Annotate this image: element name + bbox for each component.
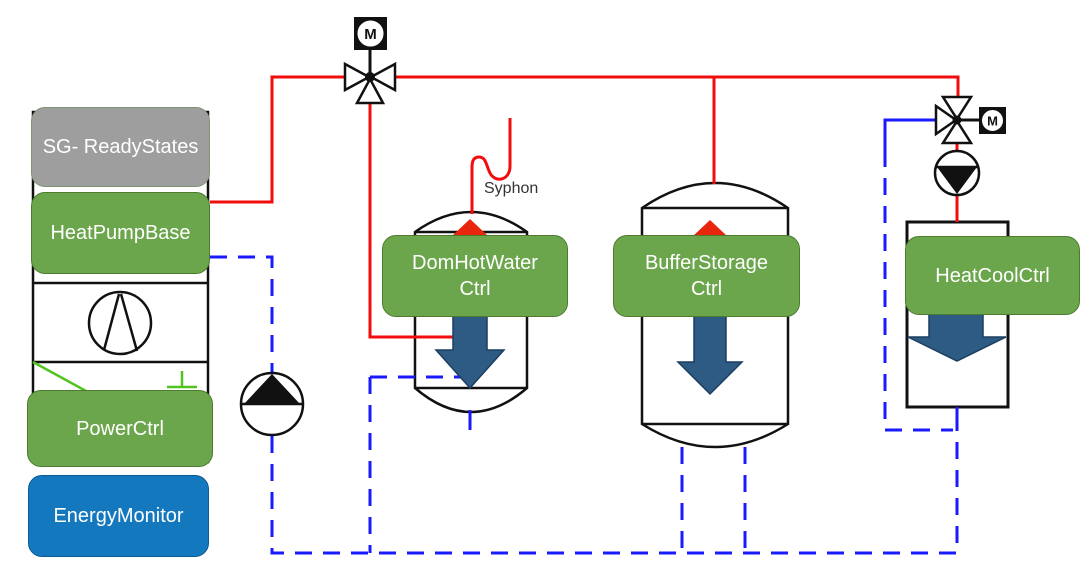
syphon-label: Syphon [484,180,539,197]
valve-top-port-right [940,95,974,122]
valve-bottom-port [354,76,386,105]
module-label: HeatCoolCtrl [935,264,1050,287]
return-pipe-dashed [210,150,959,555]
module-buffer-storage-ctrl[interactable]: BufferStorage Ctrl [613,235,800,317]
module-label: EnergyMonitor [53,505,184,527]
valve-left-port-right [934,103,959,137]
motor-valve-top: M [343,17,397,105]
module-label-line2: Ctrl [459,278,491,300]
motor-actuator-circle [355,18,386,49]
motor-actuator-circle-right [980,108,1005,133]
module-label: SG- ReadyStates [42,136,199,158]
module-label-line1: DomHotWater [412,252,538,274]
return-pipe-solid [468,118,959,431]
valve-bottom-port-right [940,118,974,145]
module-sg-ready-states[interactable]: SG- ReadyStates [31,107,210,187]
motor-label-right: M [987,114,998,129]
buffer-inlet-triangle [693,220,727,236]
heatcool-flow-arrow-icon [907,312,1007,362]
module-label-line2: Ctrl [690,278,723,300]
module-heat-cool-ctrl[interactable]: HeatCoolCtrl [905,236,1080,315]
circulation-pump-right [933,149,981,197]
pump-impeller-left [244,374,300,404]
motor-label-top: M [364,26,377,43]
module-label: PowerCtrl [76,417,164,440]
module-label: HeatPumpBase [50,222,191,244]
module-dom-hot-water-ctrl[interactable]: DomHotWater Ctrl [382,235,568,317]
module-heat-pump-base[interactable]: HeatPumpBase [31,192,210,274]
supply-pipe-red [210,75,960,339]
valve-center-dot-right [952,115,962,125]
valve-right-port [368,61,397,93]
valve-center-dot [365,72,375,82]
dhw-inlet-triangle [453,219,487,235]
module-label-line1: BufferStorage [644,252,769,274]
syphon-pipe [470,118,512,214]
module-power-ctrl[interactable]: PowerCtrl [27,390,213,467]
pump-impeller-right [937,167,977,194]
compressor-blades-icon [102,293,139,352]
motor-valve-right: M [934,95,1006,145]
circulation-pump-left [239,371,305,437]
module-energy-monitor[interactable]: EnergyMonitor [28,475,209,557]
valve-left-port [343,61,372,93]
dhw-flow-arrow-icon [434,315,506,390]
compressor-icon [87,290,153,356]
buffer-flow-arrow-icon [676,314,744,396]
